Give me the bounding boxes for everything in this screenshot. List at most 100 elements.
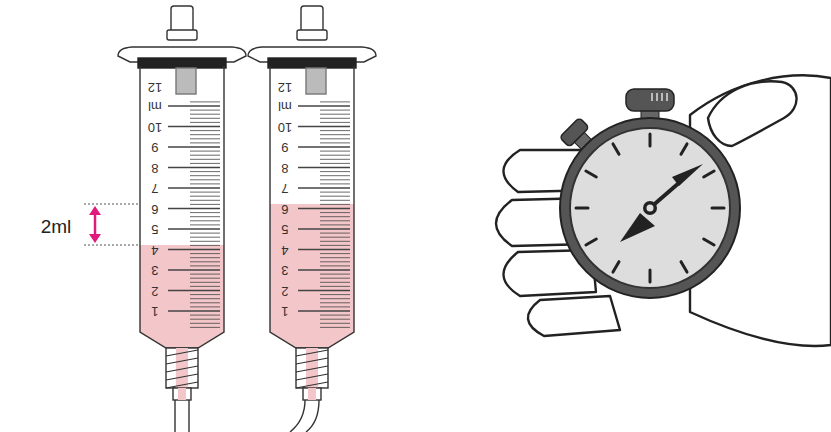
scale-tick — [190, 142, 220, 143]
scale-tick — [190, 274, 220, 275]
scale-tick — [320, 196, 350, 197]
scale-tick — [190, 114, 220, 115]
scale-tick — [168, 269, 220, 270]
scale-tick — [190, 233, 220, 234]
scale-number: 12 — [148, 81, 162, 94]
scale-tick — [168, 310, 220, 311]
scale-tick — [168, 146, 220, 147]
scale-number: 6 — [281, 202, 288, 215]
hand — [496, 75, 831, 346]
scale-tick — [298, 249, 350, 250]
scale-tick — [320, 163, 350, 164]
scale-tick — [320, 265, 350, 266]
scale-tick — [320, 134, 350, 135]
scale-tick — [320, 278, 350, 279]
scale-tick — [320, 286, 350, 287]
scale-tick — [190, 130, 220, 131]
dial-tick — [649, 134, 652, 146]
scale-tick — [320, 159, 350, 160]
scale-tick — [320, 241, 350, 242]
dial-tick — [586, 171, 596, 177]
scale-tick — [190, 216, 220, 217]
scale-number: 5 — [281, 223, 288, 236]
scale-number: 7 — [281, 182, 288, 195]
scale-tick — [168, 167, 220, 168]
scale-number: 1 — [151, 305, 158, 318]
scale-tick — [190, 282, 220, 283]
scale-tick — [320, 298, 350, 299]
scale-tick — [190, 315, 220, 316]
scale-tick — [190, 298, 220, 299]
scale-number: 10 — [278, 120, 292, 133]
scale-tick — [190, 212, 220, 213]
scale-tick — [320, 216, 350, 217]
scale-tick — [320, 224, 350, 225]
scale-number: 10 — [148, 120, 162, 133]
scale-tick — [298, 105, 350, 106]
scale-number: ml — [278, 100, 292, 113]
scale-tick — [320, 257, 350, 258]
scale-tick — [320, 327, 350, 328]
scale-tick — [320, 192, 350, 193]
dial-tick — [586, 239, 596, 245]
scale-tick — [190, 138, 220, 139]
scale-number: 3 — [151, 264, 158, 277]
scale-tick — [190, 171, 220, 172]
scale-tick — [190, 253, 220, 254]
scale-tick — [190, 183, 220, 184]
scale-tick — [298, 228, 350, 229]
dimension-label: 2ml — [41, 217, 72, 236]
scale-tick — [168, 187, 220, 188]
scale-tick — [190, 196, 220, 197]
scale-tick — [320, 302, 350, 303]
scale-number: 5 — [151, 223, 158, 236]
scale-tick — [190, 265, 220, 266]
scale-tick — [190, 245, 220, 246]
scale-tick — [190, 261, 220, 262]
scale-number: 7 — [151, 182, 158, 195]
scale-tick — [298, 310, 350, 311]
scale-tick — [190, 294, 220, 295]
scale-tick — [190, 159, 220, 160]
dial-tick — [681, 262, 687, 272]
syringe — [248, 6, 376, 432]
scale-tick — [190, 192, 220, 193]
thumb — [708, 81, 797, 146]
dial-tick — [681, 144, 687, 154]
scale-number: 3 — [281, 264, 288, 277]
dial-tick — [712, 207, 724, 210]
scale-tick — [320, 306, 350, 307]
scale-tick — [320, 171, 350, 172]
scale-tick — [320, 122, 350, 123]
scale-tick — [298, 126, 350, 127]
scale-tick — [320, 110, 350, 111]
scale-tick — [190, 319, 220, 320]
scale-tick — [320, 183, 350, 184]
scale-tick — [320, 155, 350, 156]
scale-tick — [320, 101, 350, 102]
scale-tick — [190, 241, 220, 242]
dial-tick — [649, 270, 652, 282]
scale-tick — [190, 323, 220, 324]
scale-tick — [190, 163, 220, 164]
scale-tick — [190, 286, 220, 287]
scale-number: 2 — [151, 284, 158, 297]
scale-tick — [320, 179, 350, 180]
scale-tick — [190, 134, 220, 135]
scale-tick — [168, 290, 220, 291]
scale-tick — [320, 323, 350, 324]
scale-number: 9 — [281, 141, 288, 154]
scale-tick — [190, 257, 220, 258]
scale-tick — [320, 237, 350, 238]
dial-tick — [704, 239, 714, 245]
scale-tick — [320, 294, 350, 295]
scale-tick — [190, 151, 220, 152]
scale-tick — [190, 306, 220, 307]
scale-number: 8 — [281, 161, 288, 174]
scale-tick — [190, 200, 220, 201]
dial-tick — [576, 207, 588, 210]
scale-tick — [190, 118, 220, 119]
scale-tick — [320, 114, 350, 115]
